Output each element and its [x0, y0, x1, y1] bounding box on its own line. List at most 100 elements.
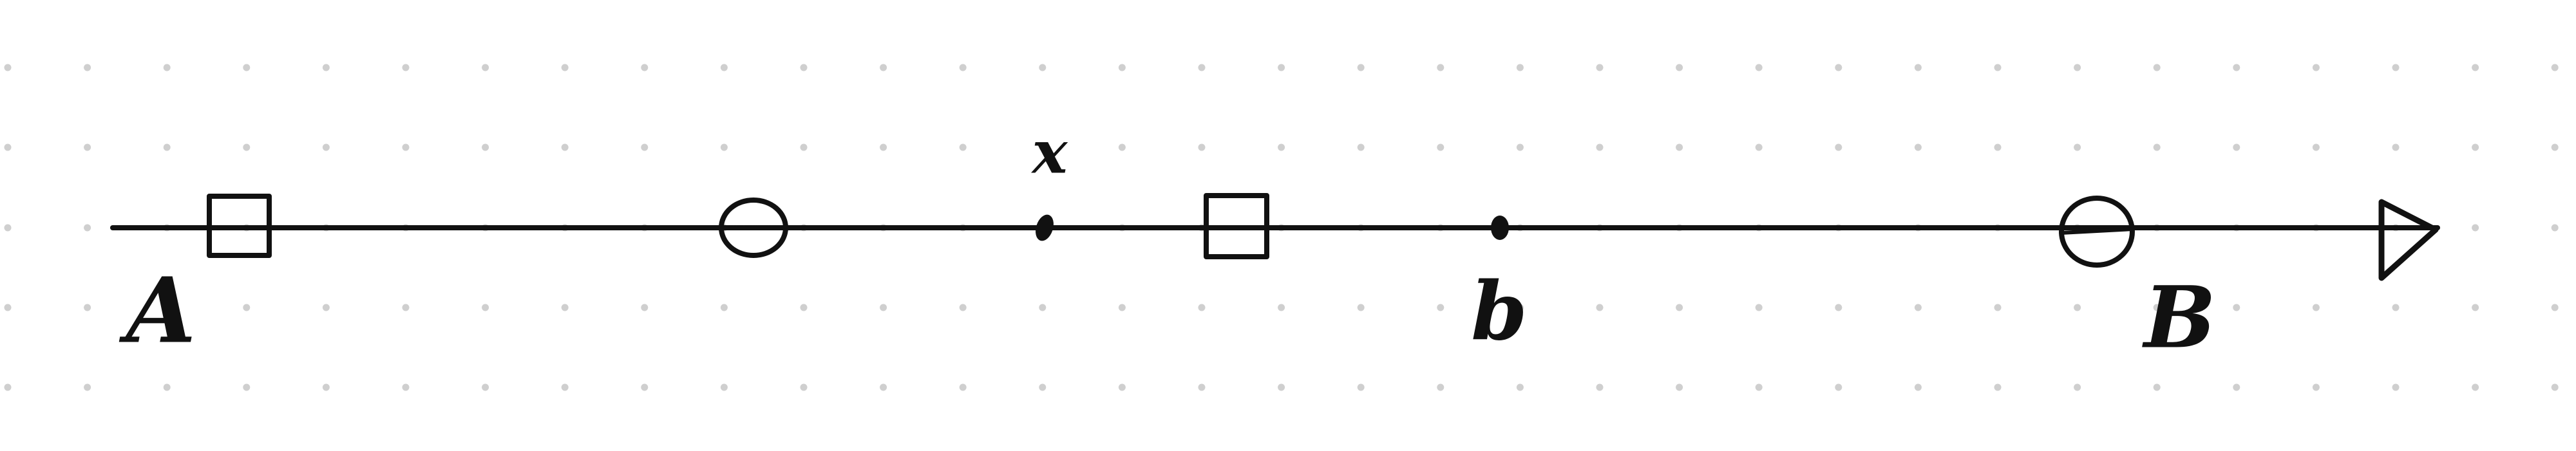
grid-dot — [84, 304, 91, 311]
grid-dot — [800, 64, 808, 71]
grid-dot — [720, 64, 728, 71]
label-b-lower: b — [1471, 265, 1527, 359]
grid-dot — [2392, 304, 2400, 311]
grid-dot — [243, 64, 251, 71]
grid-dot — [1596, 143, 1604, 151]
grid-dot — [1357, 383, 1365, 391]
grid-dot — [1755, 383, 1763, 391]
grid-dot — [2074, 304, 2081, 311]
grid-dot — [1437, 143, 1444, 151]
grid-dot — [1994, 64, 2002, 71]
grid-dot — [1198, 304, 1206, 311]
grid-dot — [959, 383, 967, 391]
grid-dot — [84, 383, 91, 391]
grid-dot — [482, 383, 489, 391]
grid-dot — [4, 143, 12, 151]
grid-dot — [402, 383, 410, 391]
grid-dot — [1596, 64, 1604, 71]
label-a: A — [119, 259, 196, 364]
grid-dot — [1516, 143, 1524, 151]
grid-dot — [1516, 383, 1524, 391]
grid-dot — [1118, 383, 1126, 391]
grid-dot — [84, 224, 91, 232]
grid-dot — [1516, 304, 1524, 311]
grid-dot — [1835, 383, 1842, 391]
grid-dot — [402, 64, 410, 71]
grid-dot — [1994, 383, 2002, 391]
grid-dot — [1118, 304, 1126, 311]
grid-dot — [2551, 383, 2559, 391]
diagram-labels: A x b B — [119, 118, 2216, 368]
grid-dot — [2153, 383, 2161, 391]
grid-dot — [1676, 383, 1683, 391]
grid-dot — [1278, 383, 1285, 391]
number-line — [110, 199, 2440, 281]
grid-dot — [243, 383, 251, 391]
point-b-dot — [1491, 216, 1509, 240]
grid-dot — [1278, 143, 1285, 151]
grid-dot — [482, 304, 489, 311]
circle-marker-1-divider — [721, 225, 786, 230]
grid-dot — [4, 304, 12, 311]
grid-dot — [84, 64, 91, 71]
grid-dot — [4, 224, 12, 232]
grid-dot — [1676, 64, 1683, 71]
grid-dot — [880, 143, 887, 151]
grid-dot — [2074, 383, 2081, 391]
grid-dot — [1198, 64, 1206, 71]
grid-dot — [2153, 64, 2161, 71]
grid-dot — [720, 143, 728, 151]
grid-dot — [2312, 64, 2320, 71]
grid-dot — [720, 304, 728, 311]
grid-dot — [1039, 304, 1046, 311]
grid-dot — [2472, 224, 2479, 232]
grid-dot — [1914, 143, 1922, 151]
grid-dot — [880, 64, 887, 71]
grid-dot — [880, 304, 887, 311]
grid-dot — [322, 304, 330, 311]
grid-dot — [1596, 304, 1604, 311]
grid-dot — [2074, 143, 2081, 151]
grid-dot — [1039, 143, 1046, 151]
grid-dot — [2472, 143, 2479, 151]
label-x: x — [1031, 118, 1068, 187]
grid-dot — [4, 64, 12, 71]
grid-dot — [800, 383, 808, 391]
grid-dot — [2233, 143, 2240, 151]
grid-dot — [959, 143, 967, 151]
grid-dot — [1437, 304, 1444, 311]
grid-dot — [720, 383, 728, 391]
grid-dot — [1357, 64, 1365, 71]
grid-dot — [2312, 143, 2320, 151]
grid-dot — [2233, 304, 2240, 311]
grid-dot — [641, 64, 649, 71]
grid-dot — [2551, 304, 2559, 311]
grid-dot — [1437, 383, 1444, 391]
grid-dot — [482, 143, 489, 151]
grid-dot — [2551, 64, 2559, 71]
grid-dot — [1994, 304, 2002, 311]
grid-dot — [243, 304, 251, 311]
grid-dot — [1676, 143, 1683, 151]
grid-dot — [2074, 64, 2081, 71]
grid-dot — [1755, 64, 1763, 71]
grid-dot — [4, 383, 12, 391]
grid-dot — [163, 143, 171, 151]
grid-dot — [2392, 64, 2400, 71]
grid-dot — [1278, 64, 1285, 71]
grid-dot — [800, 304, 808, 311]
grid-dot — [2233, 383, 2240, 391]
grid-dot — [641, 383, 649, 391]
grid-dot — [163, 64, 171, 71]
grid-dot — [2233, 64, 2240, 71]
grid-dot — [1118, 64, 1126, 71]
grid-dot — [163, 304, 171, 311]
grid-dot — [243, 143, 251, 151]
grid-dot — [1437, 64, 1444, 71]
arrow-head-icon — [2378, 199, 2439, 281]
grid-dot — [1039, 383, 1046, 391]
grid-dot — [1596, 383, 1604, 391]
grid-dot — [1198, 143, 1206, 151]
